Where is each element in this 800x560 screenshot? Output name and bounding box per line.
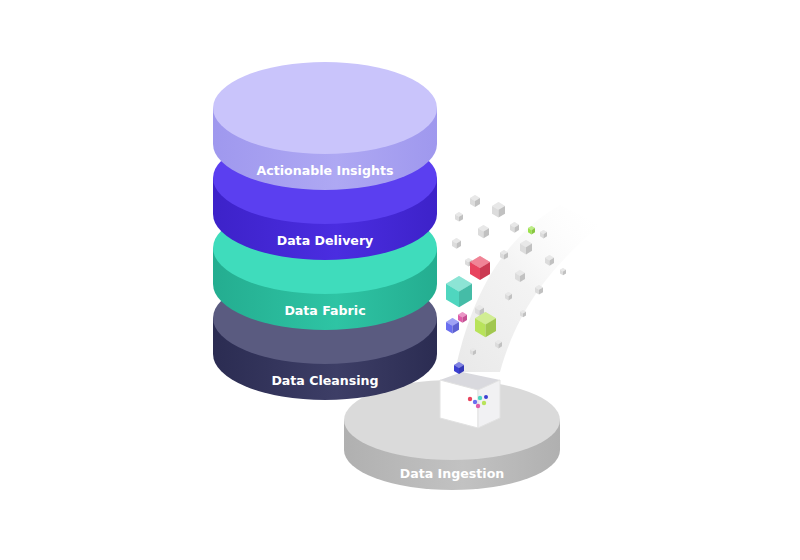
disc-layer: Actionable Insights xyxy=(213,62,437,190)
dot xyxy=(482,401,486,405)
box-dots xyxy=(468,395,488,408)
grey-cubes xyxy=(452,195,566,355)
layer-label: Actionable Insights xyxy=(213,163,437,178)
layer-label: Data Cleansing xyxy=(213,373,437,388)
cube xyxy=(545,255,554,266)
pink-cube xyxy=(458,312,467,323)
cube xyxy=(505,292,512,300)
cube xyxy=(495,340,502,348)
disc-top xyxy=(344,380,560,460)
cube xyxy=(520,240,532,254)
layer-label: Data Fabric xyxy=(213,303,437,318)
cube xyxy=(470,195,480,207)
cube xyxy=(560,268,566,275)
cube xyxy=(510,222,519,233)
cube xyxy=(455,212,463,222)
stream-band xyxy=(455,205,600,372)
layer-label: Data Ingestion xyxy=(344,466,560,481)
red-cube xyxy=(470,256,490,280)
falling-cube xyxy=(454,362,464,374)
cube xyxy=(540,230,547,238)
cube xyxy=(515,270,525,282)
blue-cube xyxy=(446,318,459,334)
dot xyxy=(473,400,477,404)
cube xyxy=(452,238,461,249)
disc-top xyxy=(213,272,437,364)
cube xyxy=(492,202,505,218)
lime-cube xyxy=(528,226,535,234)
cube xyxy=(535,285,543,295)
dot xyxy=(478,396,482,400)
dot xyxy=(468,397,472,401)
disc-top xyxy=(213,202,437,294)
disc-top xyxy=(213,132,437,224)
disc-top xyxy=(213,62,437,154)
cube xyxy=(478,225,489,238)
layer-label: Data Delivery xyxy=(213,233,437,248)
dot xyxy=(476,404,480,408)
dot xyxy=(484,395,488,399)
teal-cube xyxy=(446,276,472,307)
green-cube xyxy=(475,312,496,337)
cube xyxy=(520,310,526,317)
cube xyxy=(470,348,476,355)
cube xyxy=(500,250,508,260)
